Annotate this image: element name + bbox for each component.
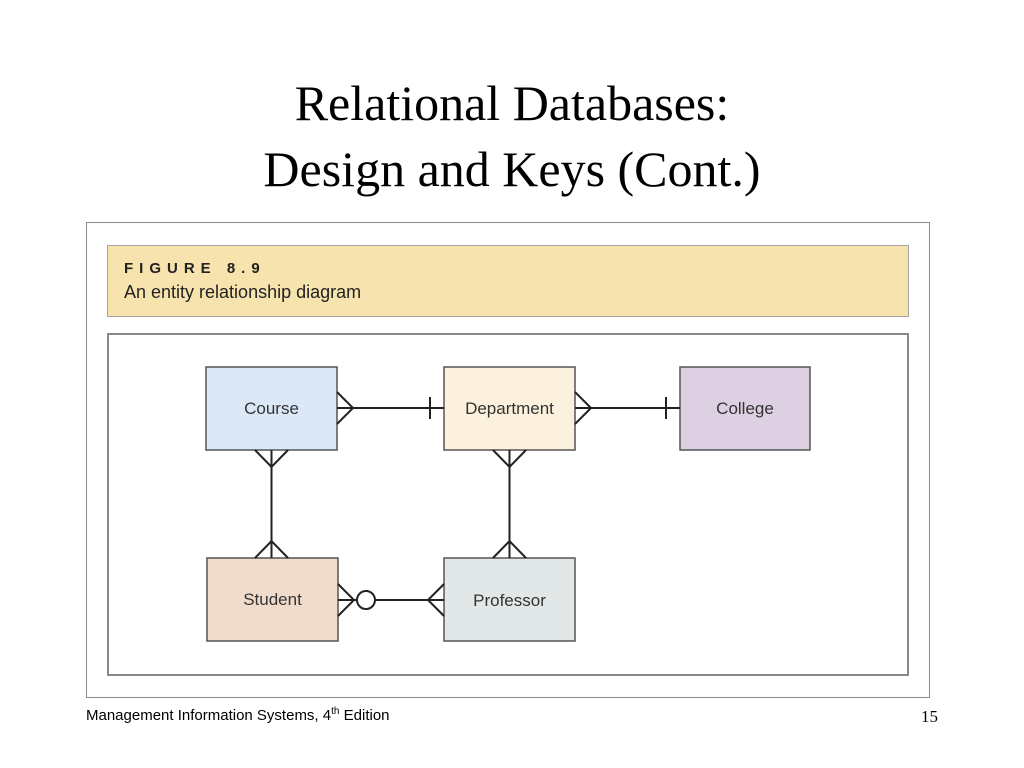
footer-book-title: Management Information Systems, 4th Edit…	[86, 706, 390, 725]
footer-title-text: Management Information Systems, 4	[86, 707, 332, 724]
crows-foot-many-icon	[492, 449, 527, 469]
crows-foot-many-icon	[492, 539, 527, 559]
slide-title-line-1: Relational Databases:	[294, 75, 730, 131]
entity-course: Course	[205, 366, 338, 451]
relationship-student-professor	[337, 583, 445, 617]
figure-caption: An entity relationship diagram	[124, 282, 362, 302]
crows-foot-many-icon	[254, 539, 289, 559]
footer-edition-superscript: th	[331, 706, 340, 717]
entity-department-box	[443, 366, 576, 451]
entity-student: Student	[206, 557, 339, 642]
slide-title: Relational Databases: Design and Keys (C…	[0, 70, 1024, 202]
slide-title-line-2: Design and Keys (Cont.)	[263, 141, 761, 197]
crows-foot-many-icon	[337, 583, 356, 617]
entity-professor: Professor	[443, 557, 576, 642]
entity-college: College	[679, 366, 811, 451]
crows-foot-many-icon	[336, 391, 355, 425]
crows-foot-many-icon	[426, 583, 445, 617]
relationship-department-college	[574, 391, 680, 425]
entity-professor-box	[443, 557, 576, 642]
crows-foot-many-icon	[254, 449, 289, 469]
entity-department-label: Department	[465, 399, 554, 418]
entity-course-box	[205, 366, 338, 451]
figure-caption-box: FIGURE 8.9 An entity relationship diagra…	[107, 245, 909, 317]
entity-college-box	[679, 366, 811, 451]
entity-student-label: Student	[243, 590, 302, 609]
entity-course-label: Course	[244, 399, 299, 418]
footer-edition-word: Edition	[339, 707, 390, 724]
figure-number: FIGURE 8.9	[124, 260, 266, 277]
page-number: 15	[921, 707, 938, 726]
relationship-department-professor	[492, 449, 527, 559]
entity-department: Department	[443, 366, 576, 451]
crows-foot-many-icon	[574, 391, 593, 425]
cardinality-zero-icon	[356, 590, 376, 610]
entity-professor-label: Professor	[473, 591, 546, 610]
entity-college-label: College	[716, 399, 774, 418]
relationship-course-student	[254, 449, 289, 559]
relationship-course-department	[336, 391, 444, 425]
